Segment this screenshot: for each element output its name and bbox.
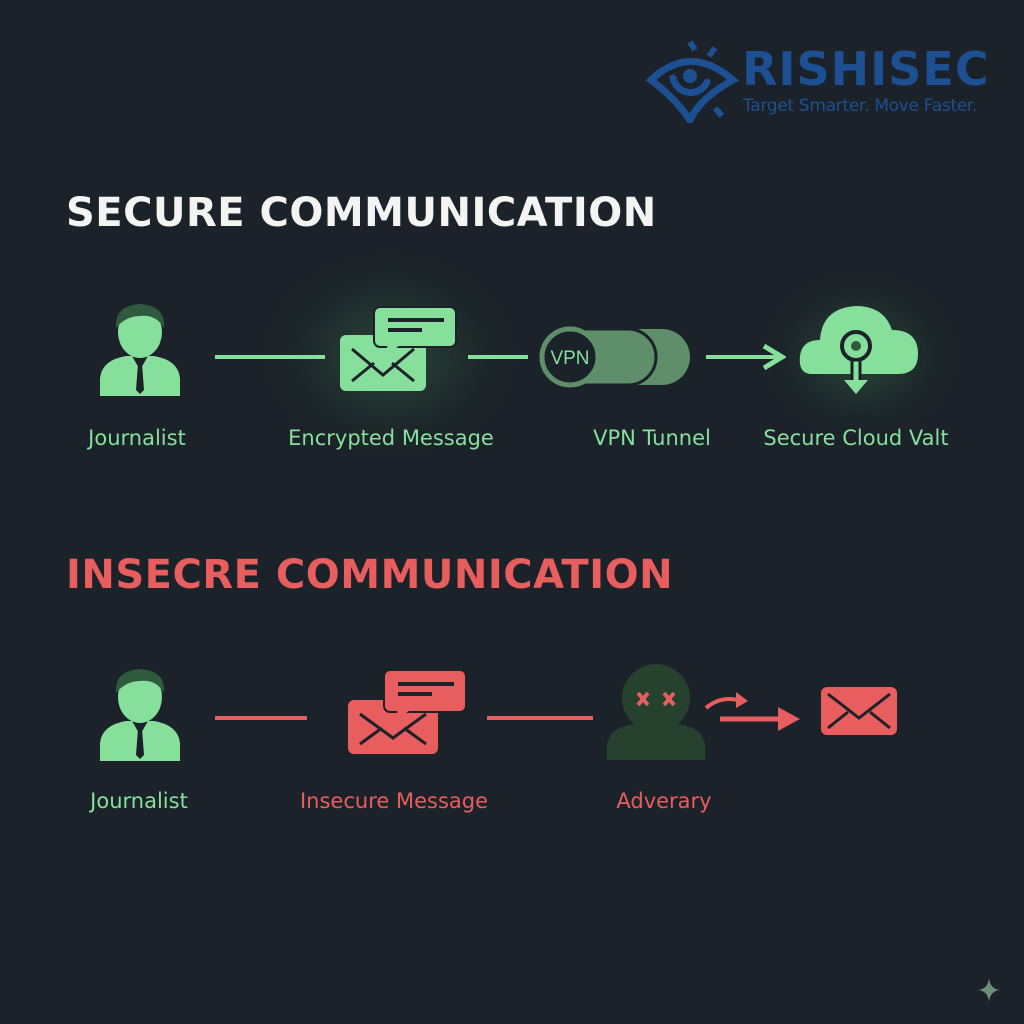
vpn-badge: VPN (550, 348, 589, 369)
connector-line (215, 716, 307, 720)
intercept-arrows-icon (704, 692, 800, 731)
step-label: Secure Cloud Valt (763, 426, 949, 450)
step-label: Journalist (90, 789, 188, 813)
vpn-tunnel-icon: VPN (539, 326, 690, 388)
logo-eye-icon (645, 40, 740, 123)
step-label: Journalist (88, 426, 186, 450)
step-label: Insecure Message (299, 789, 489, 813)
exposed-envelope-icon (821, 687, 897, 735)
adversary-icon (607, 664, 705, 760)
brand-name: RISHISEC (742, 42, 990, 96)
journalist-person-icon (100, 304, 180, 396)
step-label: VPN Tunnel (593, 426, 711, 450)
encrypted-message-icon (340, 306, 457, 391)
insecure-message-icon (348, 669, 467, 754)
insecure-title: INSECRE COMMUNICATION (66, 552, 674, 598)
journalist-person-icon (100, 669, 180, 761)
secure-cloud-lock-icon (799, 306, 918, 394)
step-label: Encrypted Message (288, 426, 494, 450)
step-label: Adverary (616, 789, 712, 813)
connector-line (468, 355, 528, 359)
arrow-right-icon (706, 343, 786, 371)
brand-tagline: Target Smarter. Move Faster. (743, 96, 978, 116)
secure-title: SECURE COMMUNICATION (66, 190, 657, 236)
connector-line (215, 355, 325, 359)
sparkle-icon (978, 978, 1000, 1002)
connector-line (487, 716, 593, 720)
